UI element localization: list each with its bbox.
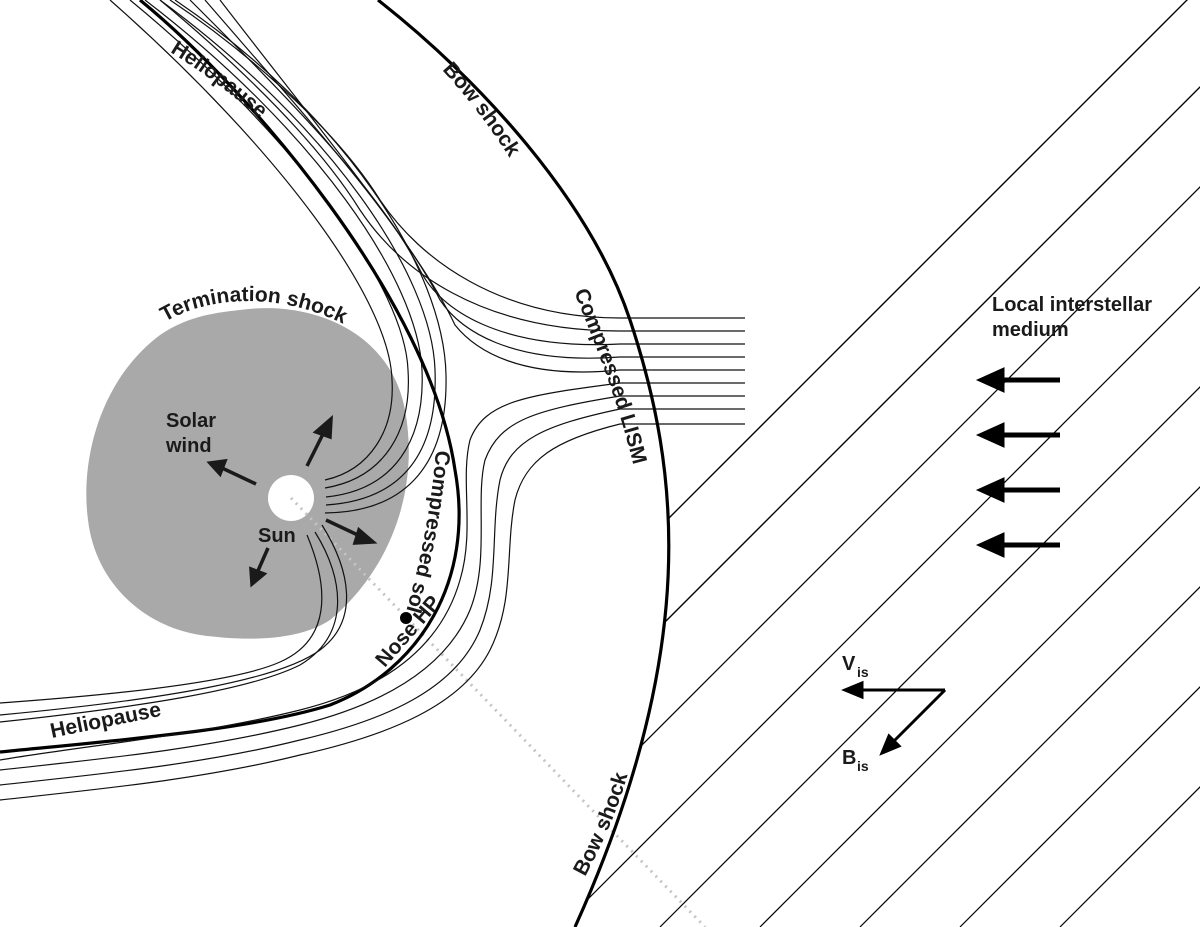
streamline: [0, 531, 339, 723]
streamline: [0, 408, 745, 786]
streamline: [159, 0, 745, 332]
streamline: [219, 0, 745, 373]
streamline: [0, 524, 348, 716]
field-vector: [879, 688, 947, 756]
field-line: [659, 0, 1200, 927]
field-line: [1059, 0, 1200, 927]
streamline: [0, 382, 745, 761]
streamline: [174, 0, 447, 514]
left-arrow-icon: [975, 532, 1060, 558]
field-line: [459, 86, 1200, 828]
left-arrow-icon: [975, 367, 1060, 393]
streamline: [189, 0, 745, 346]
solar-wind-label-line2: wind: [165, 435, 212, 457]
lism-label-line1: Local interstellar: [992, 294, 1152, 316]
b-is-subscript: is: [857, 758, 869, 774]
compressed-lism-label: Compressed LISM: [569, 285, 651, 466]
streamline: [144, 0, 423, 498]
streamline: [129, 0, 409, 489]
field-line: [378, 0, 1200, 927]
termination-shock-region: [86, 308, 409, 639]
field-line: [459, 0, 1200, 927]
streamline: [169, 0, 745, 319]
solar-wind-arrows: [206, 414, 378, 588]
b-is-label: B: [842, 747, 856, 769]
bow-shock-label-top: Bow shock: [438, 58, 525, 161]
field-line: [759, 0, 1200, 927]
left-arrow-icon: [975, 422, 1060, 448]
streamline: [159, 0, 436, 506]
v-is-subscript: is: [857, 664, 869, 680]
streamline: [0, 423, 745, 801]
lism-label-line2: medium: [992, 319, 1069, 341]
streamline: [0, 395, 745, 771]
field-line: [559, 0, 1200, 927]
streamline: [0, 534, 323, 704]
lism-streamlines: [0, 0, 745, 801]
v-is-label: V: [842, 653, 856, 675]
solar-wind-label-line1: Solar: [166, 410, 216, 432]
field-line: [959, 0, 1200, 927]
nose-axis-dotted: [289, 496, 707, 927]
nose-hp-dot: [400, 612, 412, 624]
streamline: [204, 0, 745, 359]
streamline: [109, 0, 393, 481]
heliosheath-streamlines: [0, 0, 447, 723]
left-arrow-icon: [975, 477, 1060, 503]
lism-flow-arrows: [975, 367, 1060, 558]
velocity-vector: [841, 680, 945, 700]
sun-label: Sun: [258, 525, 296, 547]
bow-shock-curve: [377, 0, 671, 927]
field-line: [859, 0, 1200, 927]
